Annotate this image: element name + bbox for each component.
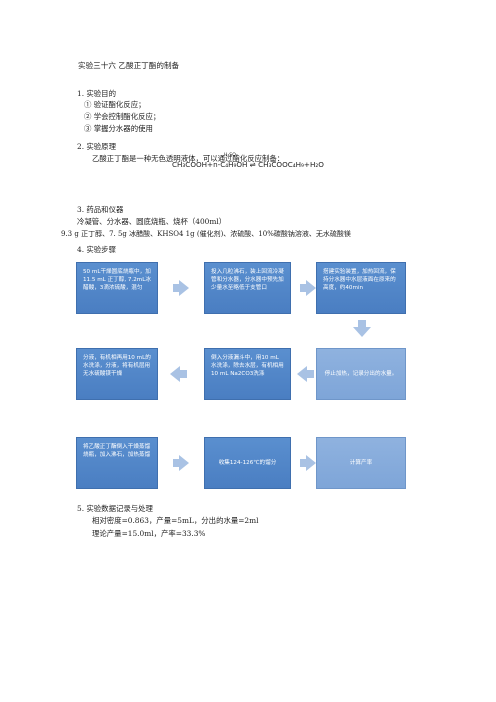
step-box-5: 倒入分液漏斗中，用10 mL水洗涤，除去水层，有机相用10 mL Na2CO3洗…: [204, 348, 291, 400]
step-box-9: 计算产率: [316, 437, 406, 489]
objective-item: ② 学会控制酯化反应；: [84, 112, 161, 121]
step-box-1: 50 mL干燥圆底烧瓶中，加11.5 mL 正丁醇, 7.2mL冰醋酸，3滴浓硫…: [76, 262, 158, 314]
equipment-line: 冷凝管、分水器、圆底烧瓶、烧杯（400ml）: [77, 217, 227, 226]
section-5-heading: 5. 实验数据记录与处理: [77, 504, 153, 513]
arrow-right-icon: [173, 280, 189, 296]
step-box-2: 投入几粒沸石，装上回流冷凝管和分水器，分水器中预先加少量水至略低于支管口: [204, 262, 291, 314]
page-title: 实验三十六 乙酸正丁酯的制备: [78, 61, 180, 70]
equation-products: CH₃COOC₄H₉+H₂O: [258, 160, 324, 169]
step-box-3: 搭建实验装置，加热回流，保持分水器中水层液面在原来的高度，约40min: [316, 262, 406, 314]
principle-text: 乙酸正丁酯是一种无色透明液体，可以通过酯化反应制备：: [92, 154, 285, 163]
arrow-left-icon: [170, 366, 187, 382]
step-box-8: 收集124-126℃的馏分: [204, 437, 291, 489]
arrow-right-icon: [300, 455, 316, 471]
arrow-left-icon: [297, 366, 314, 382]
section-3-heading: 3. 药品和仪器: [77, 205, 124, 214]
step-box-7: 将乙酸正丁酯倒入干燥蒸馏烧瓶，加入沸石，加热蒸馏: [76, 437, 158, 489]
section-4-heading: 4. 实验步骤: [77, 245, 116, 254]
arrow-right-icon: [173, 455, 189, 471]
data-line-1: 相对密度=0.863，产量=5mL，分出的水量=2ml: [92, 516, 259, 525]
arrow-down-icon: [353, 320, 371, 337]
section-2-heading: 2. 实验原理: [77, 142, 116, 151]
data-line-2: 理论产量=15.0ml，产率=33.3%: [92, 529, 206, 538]
step-box-4: 停止加热，记录分出的水量。: [316, 348, 406, 400]
step-box-6: 分液，有机相再用10 mL的水洗涤，分液，将有机层用无水硫酸镁干燥: [76, 348, 158, 400]
reaction-condition: H₂SO₄: [224, 153, 238, 158]
reagents-line: 9.3 g 正丁醇、7. 5g 冰醋酸、KHSO4 1g (催化剂)、浓硫酸、1…: [61, 230, 351, 238]
arrow-right-icon: [300, 280, 316, 296]
objective-item: ① 验证酯化反应；: [84, 100, 146, 109]
section-1-heading: 1. 实验目的: [77, 89, 116, 98]
equilibrium-sign: ⇌: [249, 160, 256, 169]
equation-reactants: CH₃COOH+n-C₄H₉OH: [172, 160, 248, 169]
objective-item: ③ 掌握分水器的使用: [84, 124, 153, 133]
reaction-equation: CH₃COOH+n-C₄H₉OH ⇌ CH₃COOC₄H₉+H₂O: [172, 160, 324, 170]
